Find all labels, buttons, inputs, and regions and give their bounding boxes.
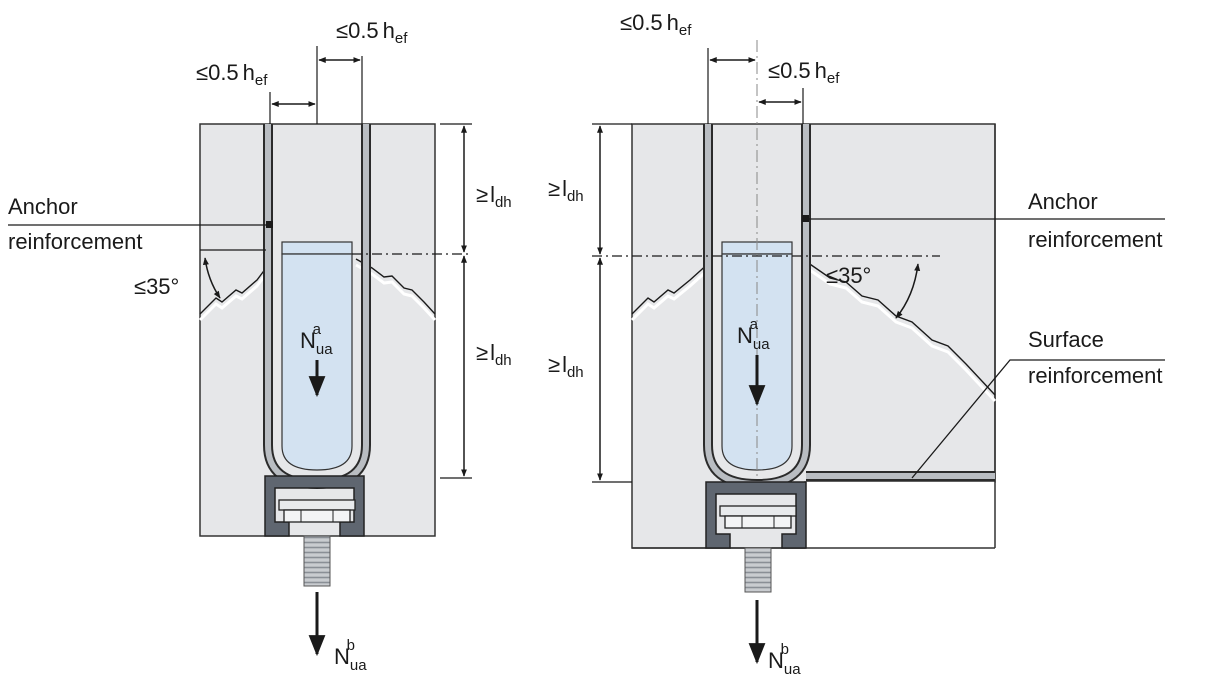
right-force-b-label: Nuab <box>768 641 801 678</box>
left-crack-left-2 <box>198 273 268 322</box>
left-bolt-thread <box>303 535 331 587</box>
left-angle-label: ≤35° <box>134 274 179 299</box>
left-anchor-label-line1: Anchor <box>8 194 78 219</box>
right-anchor-label-line2: reinforcement <box>1028 227 1163 252</box>
right-crack-left <box>631 261 711 315</box>
right-bolt-head <box>719 505 797 517</box>
left-angle-arc <box>202 257 221 299</box>
left-diagram <box>8 46 472 657</box>
right-angle-arc <box>895 263 921 319</box>
right-surface-label-line2: reinforcement <box>1028 363 1163 388</box>
left-ldh-upper-label: ≥ldh <box>476 182 512 211</box>
left-channel-rail <box>264 475 365 537</box>
left-anchor-head <box>281 241 353 255</box>
right-channel-rail <box>705 481 807 549</box>
left-force-a-label: Nuaa <box>300 321 333 358</box>
right-angle-label: ≤35° <box>826 263 871 288</box>
right-force-a-label: Nuaa <box>737 316 770 353</box>
left-bolt-head <box>278 499 356 511</box>
right-anchor-label-line1: Anchor <box>1028 189 1098 214</box>
left-force-b-label: Nuab <box>334 637 367 674</box>
right-bolt-thread <box>744 547 772 593</box>
left-ldh-lower-label: ≥ldh <box>476 340 512 369</box>
right-diagram <box>592 40 1165 665</box>
right-surface-label-line1: Surface <box>1028 327 1104 352</box>
right-ldh-upper-label: ≥ldh <box>548 176 584 205</box>
right-ldh-lower-label: ≥ldh <box>548 352 584 381</box>
right-surface-leader <box>911 359 1165 479</box>
left-crack-right <box>355 258 436 315</box>
left-anchor-label-line2: reinforcement <box>8 229 143 254</box>
